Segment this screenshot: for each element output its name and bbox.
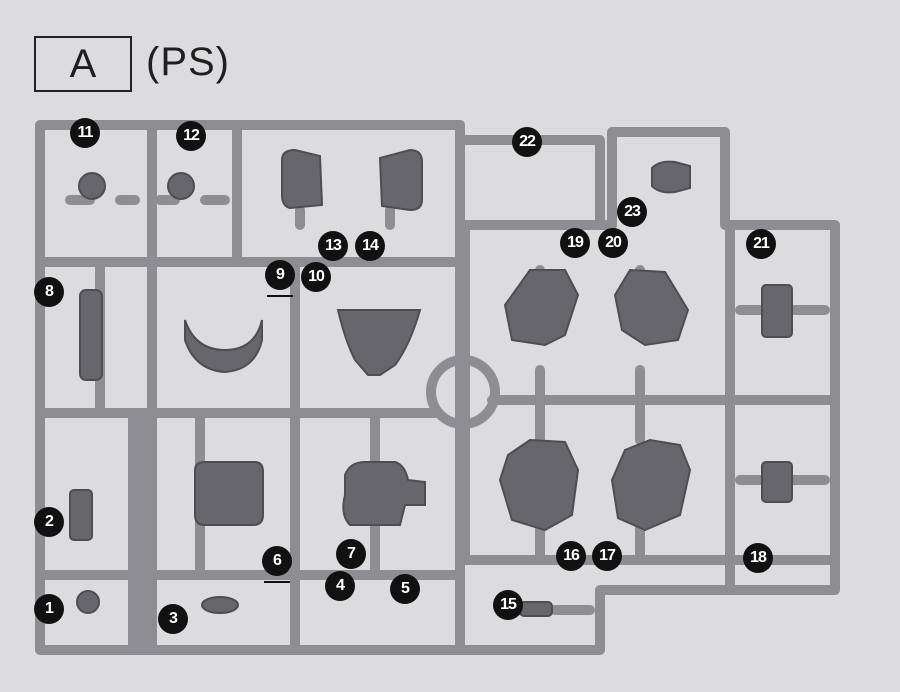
part-shape xyxy=(69,489,93,541)
part-shape xyxy=(761,461,793,503)
part-shape xyxy=(503,269,580,347)
part-number-callout: 5 xyxy=(390,574,420,604)
runner-bar xyxy=(128,415,150,650)
part-number-callout: 13 xyxy=(318,231,348,261)
part-shape xyxy=(342,461,426,526)
material-label: (PS) xyxy=(146,40,230,84)
part-number-callout: 3 xyxy=(158,604,188,634)
part-shape xyxy=(167,172,195,200)
part-shape xyxy=(761,284,793,338)
part-shape xyxy=(378,148,423,212)
part-number-callout: 23 xyxy=(617,197,647,227)
part-number-callout: 17 xyxy=(592,541,622,571)
part-number-callout: 16 xyxy=(556,541,586,571)
part-number-callout: 7 xyxy=(336,539,366,569)
part-number-callout: 9 xyxy=(265,260,295,297)
part-shape xyxy=(281,148,324,210)
sprue-letter-box: A xyxy=(34,36,132,92)
sprue-parts xyxy=(69,148,793,617)
part-number-callout: 19 xyxy=(560,228,590,258)
part-shape xyxy=(76,590,100,614)
part-shape xyxy=(194,461,264,526)
runner-ring xyxy=(426,355,500,429)
part-shape xyxy=(610,438,692,532)
part-shape xyxy=(78,172,106,200)
part-shape xyxy=(184,319,263,374)
part-shape xyxy=(201,596,239,614)
part-number-callout: 1 xyxy=(34,594,64,624)
part-shape xyxy=(519,601,553,617)
part-shape xyxy=(336,309,422,376)
part-number-callout: 21 xyxy=(746,229,776,259)
part-number-callout: 4 xyxy=(325,571,355,601)
part-shape xyxy=(79,289,103,381)
part-number-callout: 10 xyxy=(301,262,331,292)
part-number-callout: 14 xyxy=(355,231,385,261)
part-number-callout: 2 xyxy=(34,507,64,537)
part-number-callout: 6 xyxy=(262,546,292,583)
part-number-callout: 18 xyxy=(743,543,773,573)
part-number-callout: 22 xyxy=(512,127,542,157)
part-shape xyxy=(613,268,690,347)
part-number-callout: 11 xyxy=(70,118,100,148)
part-number-callout: 12 xyxy=(176,121,206,151)
part-number-callout: 15 xyxy=(493,590,523,620)
part-shape xyxy=(651,160,691,194)
part-number-callout: 8 xyxy=(34,277,64,307)
runner-frame xyxy=(35,120,840,655)
part-shape xyxy=(498,438,580,532)
part-number-callout: 20 xyxy=(598,228,628,258)
